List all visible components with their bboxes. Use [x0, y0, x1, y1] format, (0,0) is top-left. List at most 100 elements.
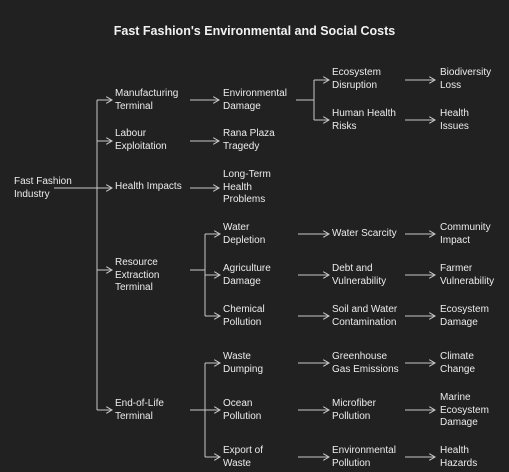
- node-label-line: Export of: [223, 445, 264, 456]
- node-label-line: Farmer: [440, 263, 473, 274]
- node-label-line: Human Health: [332, 108, 396, 119]
- node-label-line: Risks: [332, 120, 357, 132]
- diagram-title: Fast Fashion's Environmental and Social …: [113, 24, 396, 38]
- node-label-line: Agriculture: [223, 263, 271, 274]
- node-label-line: Health Impacts: [115, 181, 182, 192]
- node-label-line: Dumping: [223, 363, 264, 375]
- node-label-line: Environmental: [332, 445, 396, 456]
- node-label-line: Gas Emissions: [332, 363, 399, 375]
- node-label-line: Microfiber: [332, 398, 376, 409]
- node-label-line: Pollution: [332, 457, 371, 469]
- node-label-line: Terminal: [115, 282, 153, 293]
- node-label-line: Greenhouse: [332, 351, 388, 362]
- node-label-line: Exploitation: [115, 140, 167, 152]
- node-label-line: Ecosystem: [440, 404, 489, 416]
- node-label-line: Waste: [223, 457, 251, 469]
- node-label-line: Ecosystem: [440, 304, 489, 315]
- node-label-line: Water Scarcity: [332, 228, 397, 239]
- node-label-line: Soil and Water: [332, 304, 398, 315]
- node-label-line: Marine: [440, 392, 471, 403]
- node-label-line: Loss: [440, 79, 462, 91]
- node-label-line: Damage: [440, 417, 478, 428]
- node-label-line: Fast Fashion: [14, 176, 72, 187]
- node-label-line: Pollution: [332, 410, 371, 422]
- node-label-line: End-of-Life: [115, 398, 164, 409]
- node-label-line: Pollution: [223, 316, 262, 328]
- node-label-line: Waste: [223, 351, 251, 362]
- node-label-line: Problems: [223, 194, 266, 205]
- node-label-line: Health: [440, 445, 469, 456]
- connector-line: [190, 234, 206, 316]
- node-label-line: Damage: [223, 100, 261, 112]
- connector-line: [54, 100, 98, 410]
- node-label-line: Depletion: [223, 234, 266, 246]
- node-water-scarcity: Water Scarcity: [332, 228, 397, 241]
- node-label-line: Climate: [440, 351, 474, 362]
- connector-line: [190, 363, 206, 457]
- node-label-line: Biodiversity: [440, 67, 492, 78]
- connector-line: [296, 80, 315, 120]
- node-label-line: Resource: [115, 257, 158, 268]
- node-label-line: Water: [223, 222, 250, 233]
- node-label-line: Community: [440, 222, 491, 233]
- node-label-line: Damage: [440, 316, 478, 328]
- node-label-line: Terminal: [115, 100, 153, 112]
- node-label-line: Tragedy: [223, 140, 260, 152]
- node-label-line: Chemical: [223, 304, 265, 315]
- node-label-line: Vulnerability: [332, 275, 387, 287]
- node-label-line: Hazards: [440, 457, 478, 469]
- node-label-line: Extraction: [115, 269, 160, 281]
- node-label-line: Labour: [115, 128, 147, 139]
- node-label-line: Terminal: [115, 410, 153, 422]
- node-label-line: Ecosystem: [332, 67, 381, 78]
- node-label-line: Damage: [223, 275, 261, 287]
- node-label-line: Ocean: [223, 398, 253, 409]
- node-health-impacts: Health Impacts: [115, 181, 182, 194]
- node-label-line: Environmental: [223, 88, 287, 99]
- node-label-line: Rana Plaza: [223, 128, 275, 139]
- node-label-line: Contamination: [332, 316, 397, 328]
- node-label-line: Health: [223, 181, 252, 193]
- node-label-line: Pollution: [223, 410, 262, 422]
- node-label-line: Impact: [440, 234, 471, 246]
- node-label-line: Manufacturing: [115, 88, 179, 99]
- node-label-line: Debt and: [332, 263, 373, 274]
- node-label-line: Vulnerability: [440, 275, 495, 287]
- node-label-line: Issues: [440, 120, 469, 132]
- node-label-line: Long-Term: [223, 169, 271, 180]
- node-label-line: Disruption: [332, 79, 378, 91]
- node-label-line: Industry: [14, 188, 50, 200]
- node-label-line: Change: [440, 363, 476, 375]
- node-label-line: Health: [440, 108, 469, 119]
